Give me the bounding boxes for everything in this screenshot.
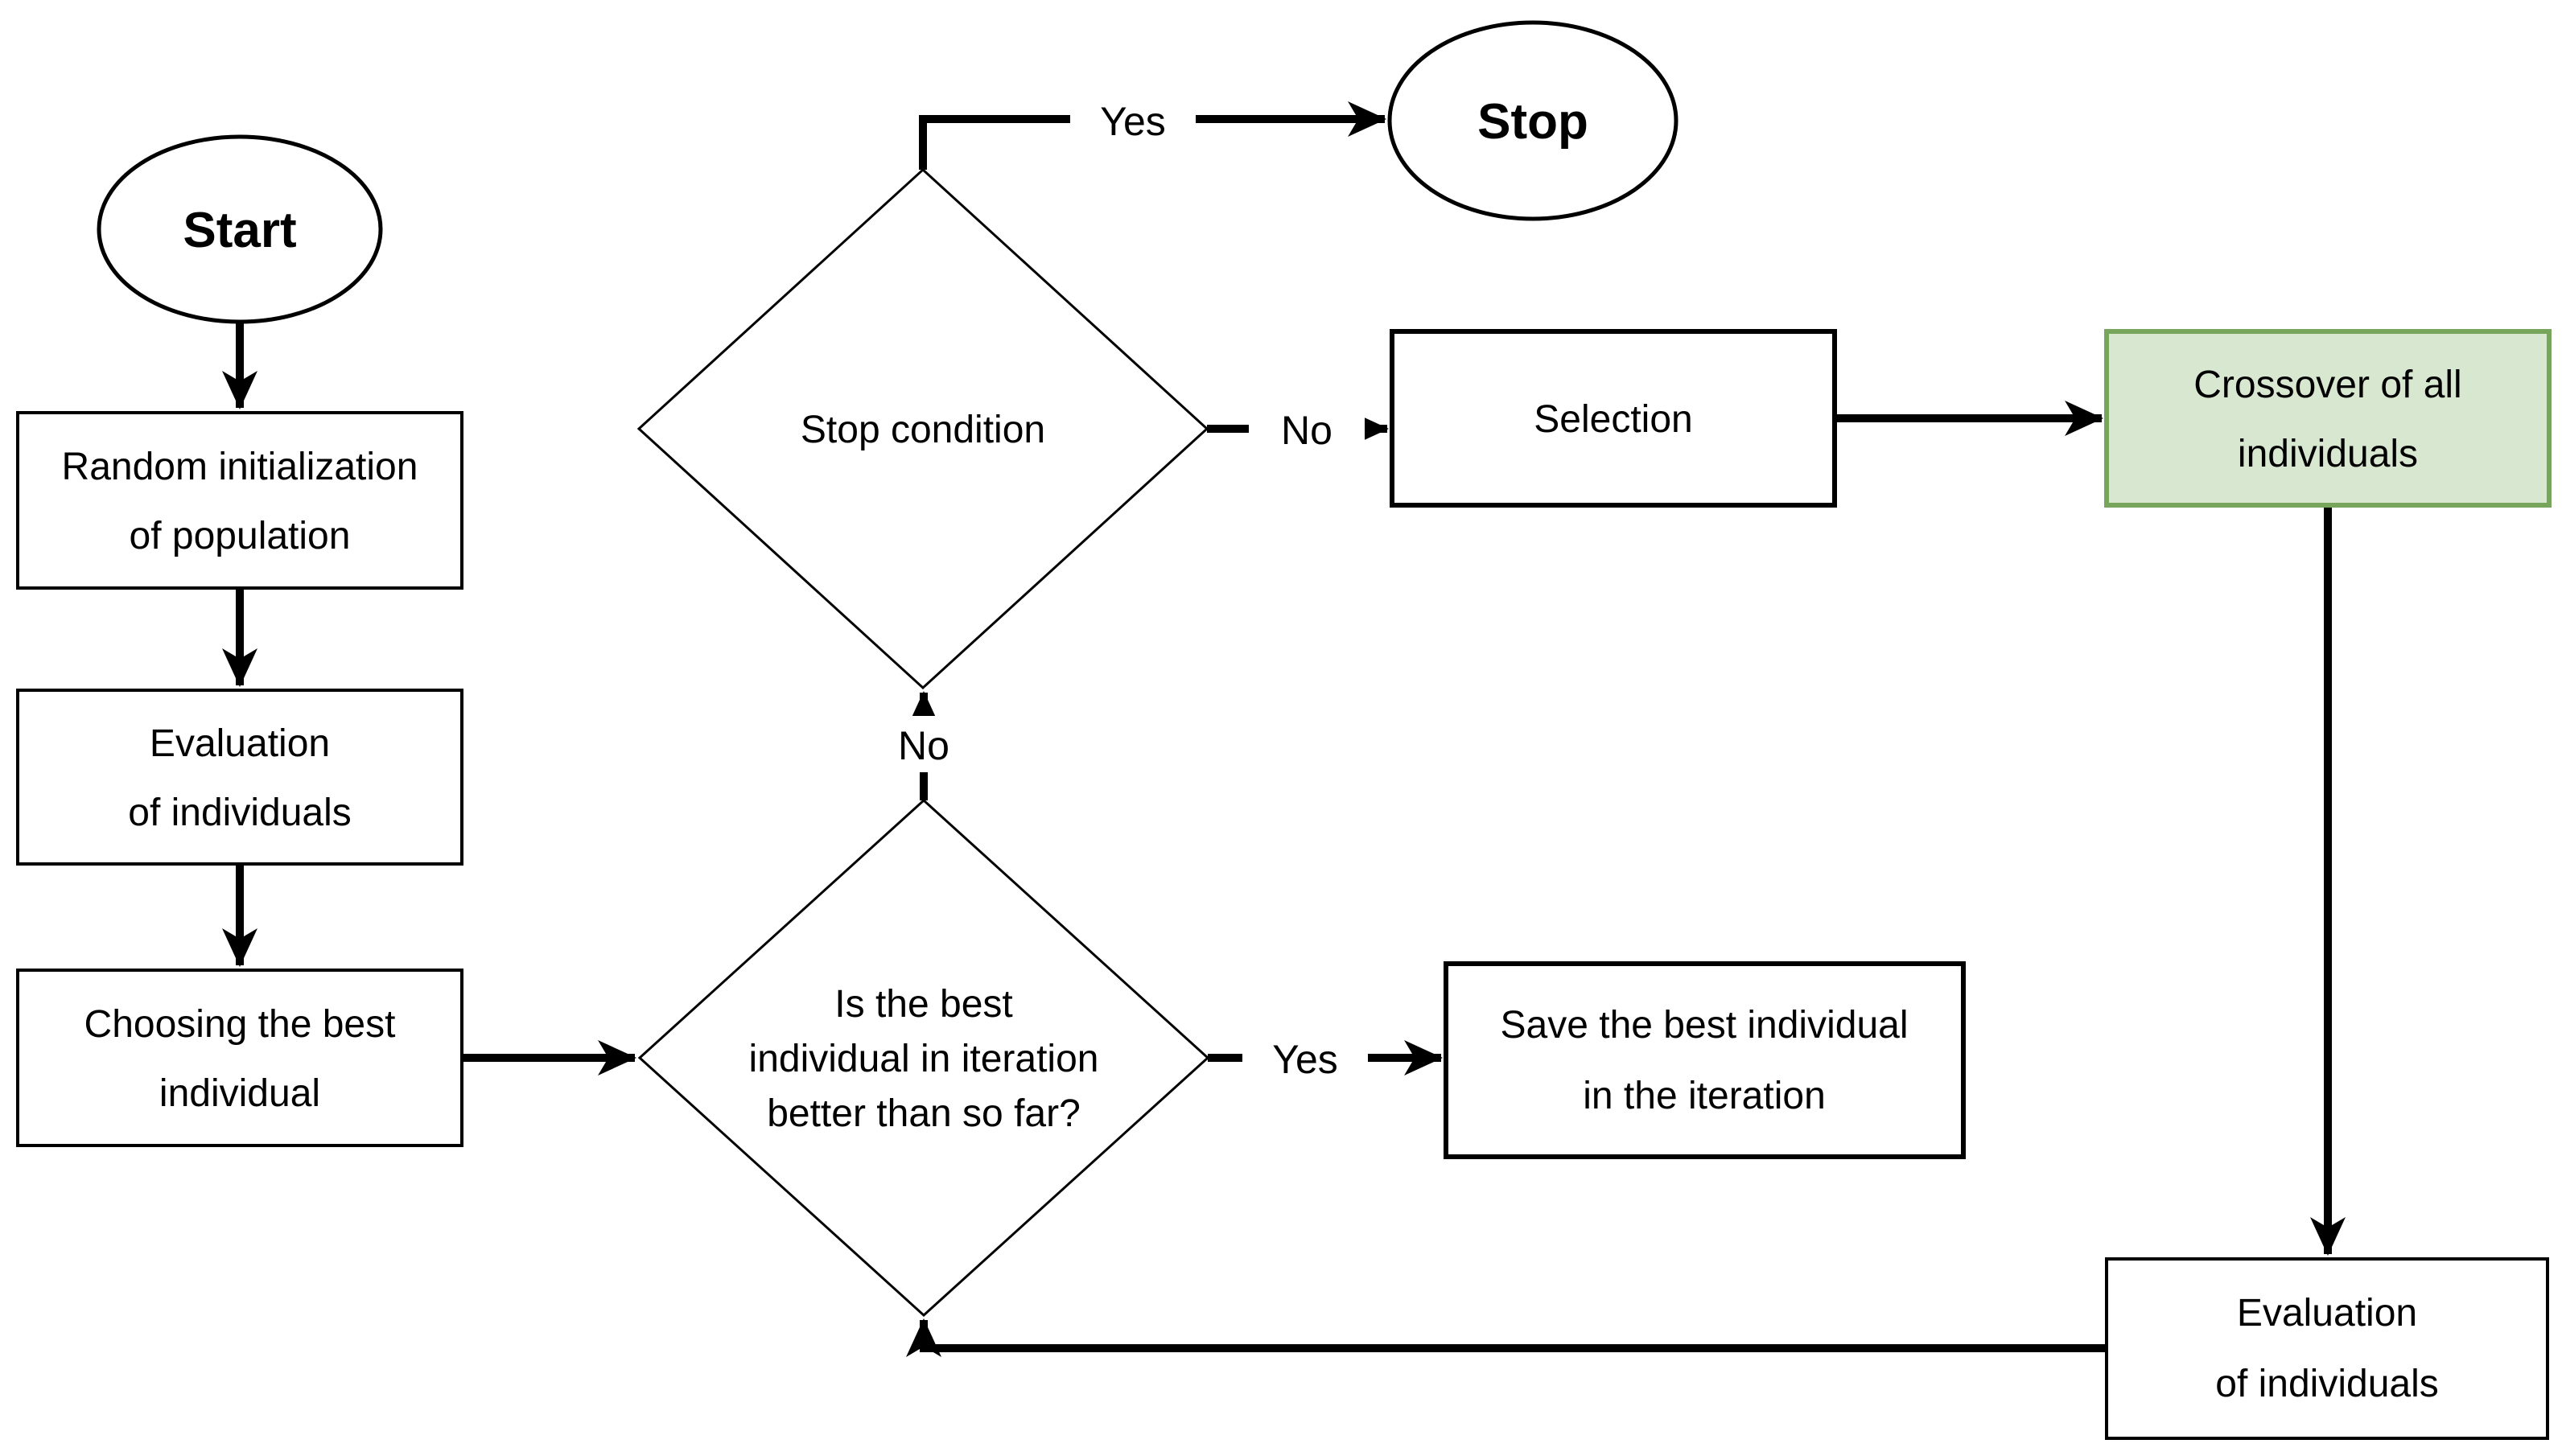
choosing-best-line2: individual [159,1072,320,1115]
edge-label-no-middle: No [898,723,949,768]
node-choosing-best: Choosing the best individual [16,969,463,1147]
best-question-diamond [637,798,1210,1318]
start-label: Start [183,203,296,258]
best-question-line3: better than so far? [767,1092,1081,1135]
node-evaluation-1: Evaluation of individuals [16,689,463,866]
stop-condition-diamond [636,167,1209,690]
stop-condition-label: Stop condition [801,409,1045,451]
edge-label-yes-top: Yes [1100,99,1166,144]
stop-ellipse [1387,20,1678,221]
edge-labels: Yes No No Yes [869,92,1368,1086]
yes-bottom-label-bg [1242,1030,1368,1086]
best-question-line1: Is the best [834,983,1012,1026]
node-stop-condition: Stop condition [636,167,1209,690]
node-random-init: Random initialization of population [16,411,463,590]
yes-top-label-bg [1070,92,1196,148]
evaluation-2-box [2105,1257,2549,1440]
evaluation-2-line2: of individuals [2215,1363,2439,1405]
save-best-line2: in the iteration [1583,1075,1826,1117]
node-evaluation-2: Evaluation of individuals [2105,1257,2549,1440]
crossover-box [2104,329,2552,508]
node-crossover: Crossover of all individuals [2104,329,2552,508]
crossover-line1: Crossover of all [2193,364,2461,406]
evaluation-1-box [16,689,463,866]
edge-label-yes-bottom: Yes [1272,1037,1338,1082]
evaluation-1-line1: Evaluation [150,722,330,765]
node-best-question: Is the best individual in iteration bett… [637,798,1210,1318]
arrow-stop-condition-yes-to-stop [919,101,1386,170]
choosing-best-box [16,969,463,1147]
node-selection: Selection [1390,329,1837,508]
edge-label-no-right: No [1281,408,1332,453]
evaluation-1-line2: of individuals [128,792,352,834]
node-stop: Stop [1387,20,1678,221]
node-save-best: Save the best individual in the iteratio… [1444,961,1966,1159]
stop-label: Stop [1477,94,1588,150]
selection-box [1390,329,1837,508]
crossover-line2: individuals [2238,433,2418,475]
node-start: Start [97,134,383,324]
arrow-evaluation2-to-best-question [906,1318,2107,1357]
save-best-box [1444,961,1966,1159]
random-init-box [16,411,463,590]
save-best-line1: Save the best individual [1501,1004,1909,1047]
choosing-best-line1: Choosing the best [84,1003,396,1046]
no-middle-label-bg [869,716,978,772]
start-ellipse [97,134,383,324]
edges [222,101,2346,1357]
selection-label: Selection [1534,398,1692,441]
best-question-line2: individual in iteration [749,1038,1099,1080]
evaluation-2-line1: Evaluation [2237,1292,2417,1335]
no-right-label-bg [1249,401,1365,457]
random-init-line1: Random initialization [62,446,418,488]
random-init-line2: of population [130,515,351,557]
